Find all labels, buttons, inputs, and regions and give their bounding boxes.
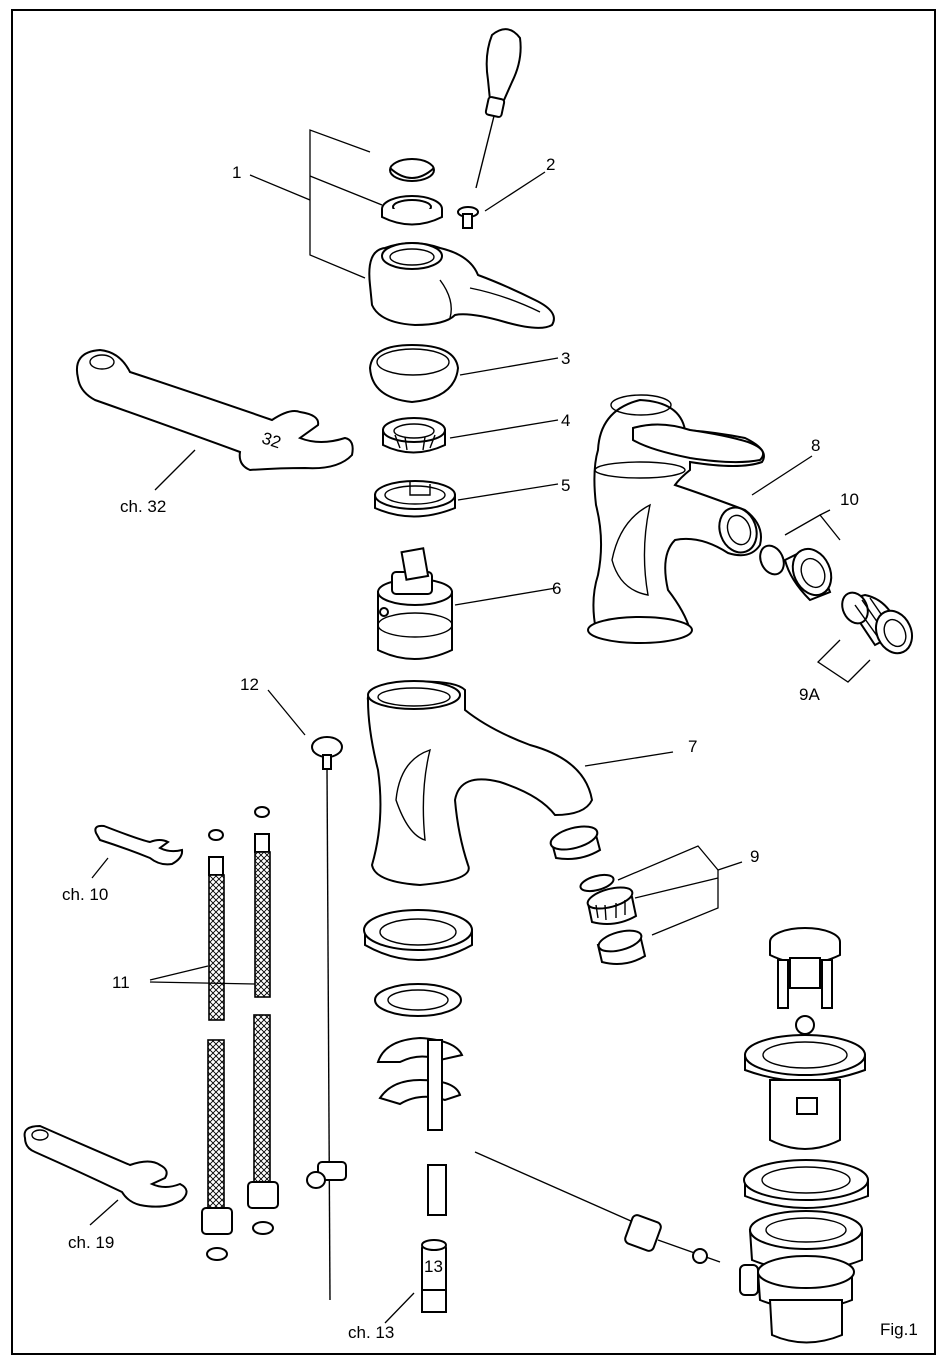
label-part-1: 1: [232, 163, 241, 182]
part-10-diverter: [756, 542, 839, 602]
label-part-11: 11: [112, 973, 130, 992]
label-part-7: 7: [688, 737, 697, 756]
base-gasket-and-fixing: [364, 910, 472, 1215]
label-wrench-ch19: ch. 19: [68, 1233, 114, 1252]
label-socket-ch13: ch. 13: [348, 1323, 394, 1342]
part-9-aerator-set: [548, 822, 645, 964]
screwdriver: [476, 29, 521, 188]
label-part-10: 10: [840, 490, 859, 509]
part-11-flexible-hoses: [202, 807, 278, 1260]
label-part-4: 4: [561, 411, 570, 430]
label-part-3: 3: [561, 349, 570, 368]
label-part-9: 9: [750, 847, 759, 866]
part-5-adapter-ring: [375, 481, 455, 517]
wrench-ch19: [25, 1126, 187, 1207]
label-part-5: 5: [561, 476, 570, 495]
label-wrench-ch10: ch. 10: [62, 885, 108, 904]
part-9a-cartridge: [837, 588, 918, 659]
part-8-bidet-mixer: [588, 395, 764, 643]
part-6-cartridge: [378, 548, 452, 659]
part-4-ring-nut: [383, 418, 445, 453]
part-1-bracket: [310, 130, 370, 278]
socket-size-mark: 13: [424, 1257, 443, 1276]
popup-waste-assembly: [740, 928, 868, 1343]
part-2-screw: [458, 207, 478, 228]
label-part-12: 12: [240, 675, 259, 694]
wrench-ch32: [77, 350, 353, 470]
wrench-ch10: [95, 826, 182, 865]
label-part-9a: 9A: [799, 685, 820, 704]
label-part-8: 8: [811, 436, 820, 455]
drain-lever-rod: [475, 1152, 720, 1263]
part-3-cover-ring: [370, 345, 458, 402]
figure-label: Fig.1: [880, 1320, 918, 1339]
label-part-2: 2: [546, 155, 555, 174]
label-wrench-ch32: ch. 32: [120, 497, 166, 516]
part-12-popup-rod: [307, 737, 346, 1300]
label-part-6: 6: [552, 579, 561, 598]
socket-ch13: [422, 1240, 446, 1312]
